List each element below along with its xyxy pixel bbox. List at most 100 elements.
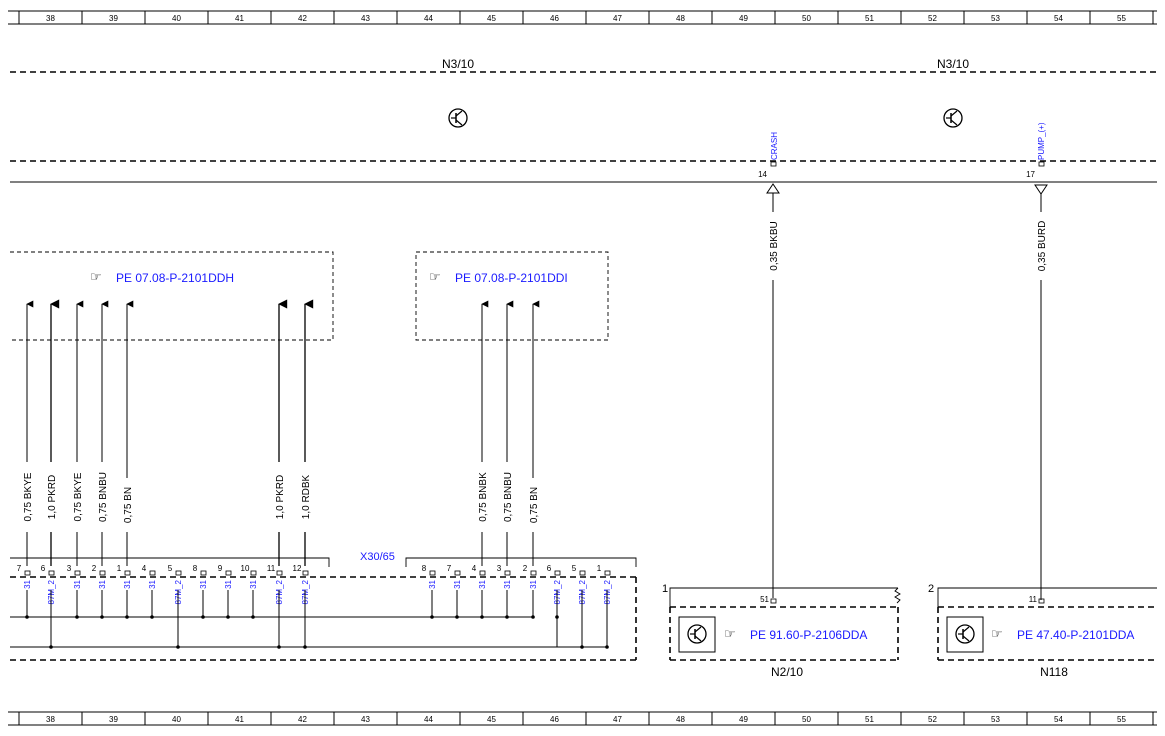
connector-pin[interactable]: 231: [523, 564, 538, 619]
ruler-cell: 54: [1026, 712, 1063, 725]
ruler-number: 44: [424, 715, 433, 724]
module-label-left: N3/10: [442, 57, 474, 71]
connector-pin[interactable]: 331: [67, 564, 82, 619]
ruler-number: 50: [802, 715, 811, 724]
connector-x30-65: X30/65 731687M_2331231131431587M_2831931…: [10, 551, 637, 661]
pin-signal-label: 31: [503, 579, 512, 588]
ruler-cell: 49: [711, 712, 748, 725]
ruler-cell: 43: [333, 712, 370, 725]
connector-pin[interactable]: 1287M_2: [293, 564, 310, 649]
connector-pin[interactable]: 231: [92, 564, 107, 619]
ruler-number: 39: [109, 14, 118, 23]
ruler-number: 40: [172, 715, 181, 724]
pin-number: 5: [572, 564, 577, 573]
pin-number: 2: [523, 564, 528, 573]
pin-number: 1: [597, 564, 602, 573]
ref-link-ddh[interactable]: PE 07.08-P-2101DDH: [116, 271, 234, 285]
connector-pin[interactable]: 1187M_2: [267, 564, 284, 649]
pump-wire[interactable]: PUMP_(+) 17 0,35 BURD: [1026, 122, 1051, 600]
pin-number: 10: [241, 564, 250, 573]
ruler-number: 48: [676, 715, 685, 724]
ruler-cell: 50: [774, 712, 811, 725]
hand-pointer-icon: ☞: [429, 269, 441, 284]
wire[interactable]: 0,75 BNBU: [498, 300, 516, 566]
pin-signal-label: 31: [98, 579, 107, 588]
wire[interactable]: 0,75 BNBU: [93, 300, 111, 566]
connector-pin[interactable]: 131: [117, 564, 132, 619]
transistor-icon: [943, 108, 963, 128]
ruler-number: 51: [865, 14, 874, 23]
wire[interactable]: 1,0 PKRD: [270, 299, 288, 566]
component-n2-10[interactable]: 1 51 ☞ PE 91.60-P-2106DDA N2/10: [662, 583, 901, 679]
mid-wire-bundle[interactable]: 0,75 BNBK 0,75 BNBU 0,75 BN: [473, 300, 542, 566]
crash-wire-label: 0,35 BKBU: [769, 221, 780, 270]
ruler-cell: 38: [18, 11, 55, 24]
ruler-number: 41: [235, 715, 244, 724]
pin-number: 1: [117, 564, 122, 573]
ruler-cell: 48: [648, 11, 685, 24]
connector-pin[interactable]: 587M_2: [572, 564, 587, 649]
connector-pin[interactable]: 731: [447, 564, 462, 619]
wire[interactable]: 0,75 BN: [118, 300, 136, 566]
wire[interactable]: 0,75 BKYE: [68, 300, 86, 566]
ruler-cell: 38: [18, 712, 55, 725]
ref-link-n118[interactable]: PE 47.40-P-2101DDA: [1017, 628, 1134, 642]
transistor-icon: [687, 624, 707, 644]
connector-pin[interactable]: 931: [218, 564, 233, 619]
ruler-cell: 42: [270, 712, 307, 725]
connector-pin[interactable]: 431: [142, 564, 157, 619]
break-symbol-icon: [894, 587, 901, 604]
ruler-cell: 52: [900, 712, 937, 725]
ruler-number: 40: [172, 14, 181, 23]
wire[interactable]: 1,0 RDBK: [296, 299, 314, 566]
pump-wire-label: 0,35 BURD: [1037, 221, 1048, 272]
pin-number: 4: [142, 564, 147, 573]
ruler-number: 39: [109, 715, 118, 724]
ref-link-n2-10[interactable]: PE 91.60-P-2106DDA: [750, 628, 867, 642]
ruler-number: 52: [928, 715, 937, 724]
ruler-number: 41: [235, 14, 244, 23]
ruler-cell: 41: [207, 712, 244, 725]
ruler-number: 55: [1117, 715, 1126, 724]
ruler-cell: 44: [396, 11, 433, 24]
ruler-cell: 50: [774, 11, 811, 24]
pin-number: 7: [447, 564, 452, 573]
ruler-cell: 39: [81, 712, 118, 725]
connector-pin[interactable]: 731: [17, 564, 32, 619]
connector-pin[interactable]: 687M_2: [547, 564, 562, 619]
left-wire-bundle[interactable]: 0,75 BKYE 1,0 PKRD 0,75 BKYE 0,75 BNBU 0…: [18, 299, 314, 566]
connector-pin[interactable]: 187M_2: [597, 564, 612, 649]
component-n118[interactable]: 2 11 ☞ PE 47.40-P-2101DDA N118: [928, 583, 1157, 679]
wire[interactable]: 0,75 BNBK: [473, 300, 491, 566]
ruler-number: 48: [676, 14, 685, 23]
wire[interactable]: 1,0 PKRD: [42, 299, 60, 566]
crash-wire[interactable]: CRASH 14 0,35 BKBU: [758, 132, 783, 598]
wire-label: 1,0 PKRD: [275, 475, 286, 519]
pump-signal-label: PUMP_(+): [1037, 122, 1046, 160]
ruler-number: 53: [991, 715, 1000, 724]
wire[interactable]: 0,75 BKYE: [18, 300, 36, 566]
ruler-cell: 47: [585, 712, 622, 725]
ref-box-ddh: ☞ PE 07.08-P-2101DDH: [10, 251, 334, 341]
connector-pin[interactable]: 687M_2: [41, 564, 56, 649]
ruler-cell: 46: [522, 11, 559, 24]
wire-label: 0,75 BKYE: [23, 472, 34, 521]
pin-number: 11: [267, 564, 276, 573]
ruler-cell: 53: [963, 11, 1000, 24]
wire-label: 0,75 BNBU: [503, 472, 514, 522]
connector-pin[interactable]: 831: [422, 564, 437, 619]
ref-link-ddi[interactable]: PE 07.08-P-2101DDI: [455, 271, 568, 285]
pin-signal-label: 31: [148, 579, 157, 588]
pin-number: 12: [293, 564, 302, 573]
connector-pin[interactable]: 431: [472, 564, 487, 619]
connector-pin[interactable]: 831: [193, 564, 208, 619]
ruler-number: 46: [550, 715, 559, 724]
hand-pointer-icon: ☞: [724, 626, 736, 641]
wire[interactable]: 0,75 BN: [524, 300, 542, 566]
connector-pin[interactable]: 331: [497, 564, 512, 619]
connector-pin[interactable]: 587M_2: [168, 564, 183, 649]
ruler-cell: 49: [711, 11, 748, 24]
